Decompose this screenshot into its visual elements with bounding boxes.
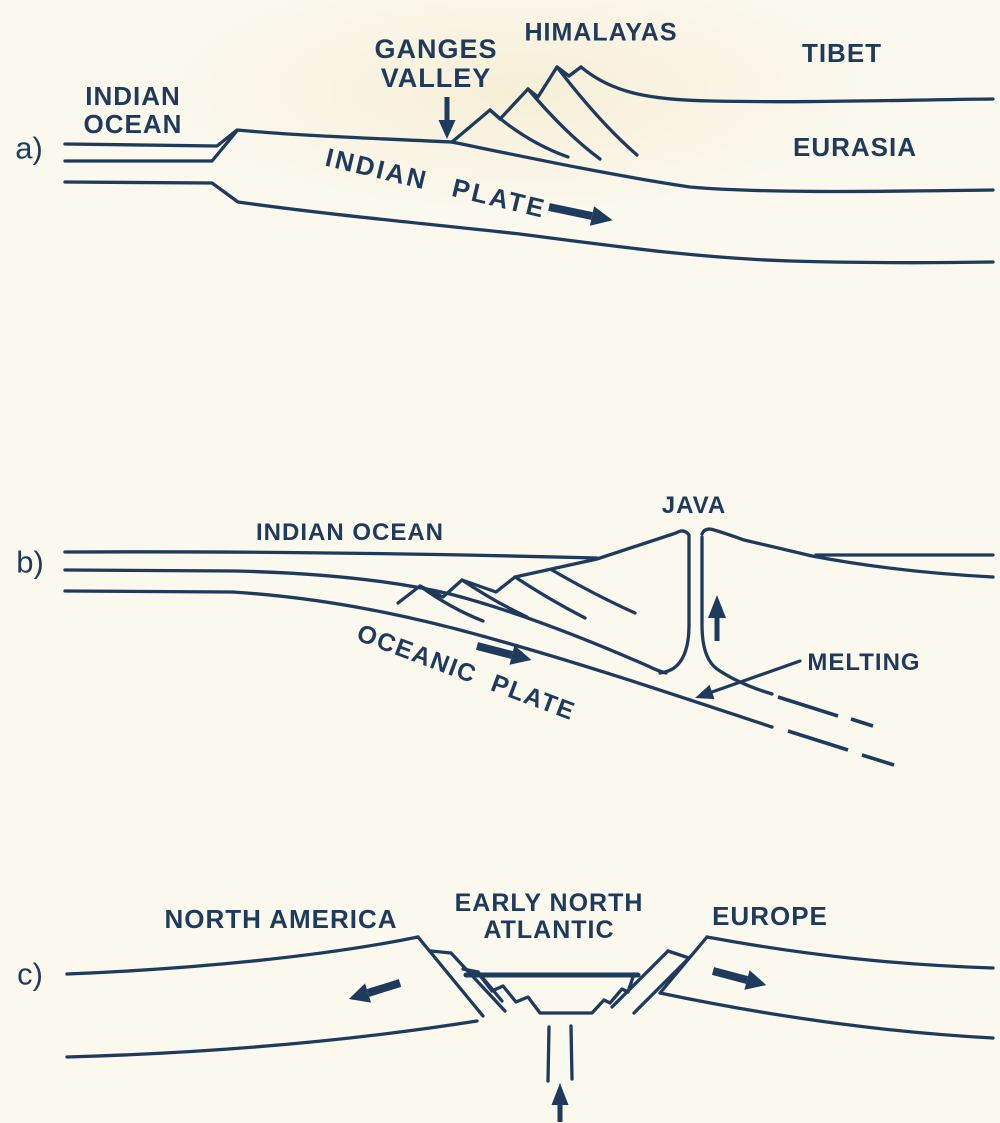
fault-block-cap-right-1 (666, 949, 691, 960)
java-right-flank-and-seafloor (700, 527, 995, 579)
ocean-floor-slab-top (63, 568, 668, 675)
panel-a-drawing (63, 65, 995, 265)
accretion-flank-1 (418, 584, 485, 623)
fault-block-cap-left-2 (461, 967, 480, 974)
label-ganges-valley: GANGES VALLEY (374, 33, 498, 93)
ocean-floor-a (63, 130, 238, 163)
sediment-fill-right (812, 555, 993, 577)
europe-motion-arrow-icon (711, 967, 767, 990)
oceanic-plate-motion-arrow-icon (476, 642, 532, 665)
thrust-flank-3 (555, 65, 639, 157)
accretionary-ridge-and-java-left-flank (396, 529, 691, 675)
europe-bottom (658, 991, 995, 1040)
panel-b-id-label: b) (16, 544, 44, 580)
north-america-rift-face (416, 935, 485, 1018)
europe-top (705, 935, 995, 970)
accretion-flank-2 (460, 578, 529, 619)
sea-surface-and-ganges-valley (63, 128, 454, 148)
fault-block-cap-left-1 (429, 949, 453, 955)
fault-block-right-1 (610, 949, 670, 1009)
panel-a-id-label: a) (15, 130, 43, 166)
melting-pointer-arrow-icon (695, 659, 802, 700)
panel-c-drawing (65, 935, 995, 1122)
indian-plate-top (450, 140, 995, 194)
slab-top-dashed (777, 695, 874, 728)
java-conduit-right-wall (700, 535, 774, 696)
europe-rift-face (658, 935, 709, 995)
label-tibet: TIBET (801, 37, 883, 68)
label-eurasia: EURASIA (792, 131, 918, 162)
label-indian-ocean-a: INDIAN OCEAN (83, 80, 183, 139)
indian-plate-motion-arrow-icon (548, 203, 613, 226)
mantle-upwelling-arrow-icon (551, 1083, 569, 1122)
accretion-flank-4 (550, 568, 637, 615)
slab-bottom-dashed (787, 729, 895, 767)
panel-b-drawing (63, 527, 995, 767)
thrust-flank-2 (526, 87, 602, 161)
magma-rise-arrow-icon (708, 595, 726, 641)
oceanic-plate-bottom (63, 589, 774, 729)
fault-block-left-1 (449, 951, 507, 1013)
label-north-america: NORTH AMERICA (164, 903, 398, 934)
panel-c-id-label: c) (17, 956, 43, 992)
label-indian-ocean-b: INDIAN OCEAN (255, 519, 445, 547)
label-early-north-atlantic: EARLY NORTH ATLANTIC (454, 889, 644, 944)
accretion-flank-3 (513, 575, 587, 620)
thrust-flank-1 (488, 108, 570, 159)
sea-surface-b (63, 550, 599, 560)
north-america-top (65, 935, 420, 976)
label-java: JAVA (661, 492, 727, 520)
rift-basin-floor (476, 971, 636, 1015)
label-melting: MELTING (807, 649, 921, 677)
label-himalayas: HIMALAYAS (524, 18, 678, 47)
tibet-surface (579, 65, 995, 104)
north-america-bottom (65, 1019, 479, 1059)
dike-wall-right (569, 1024, 574, 1081)
ganges-pointer-arrow-icon (438, 97, 456, 139)
dike-wall-left (546, 1025, 551, 1083)
label-europe: EUROPE (712, 900, 828, 931)
north-america-motion-arrow-icon (348, 979, 402, 1003)
indian-plate-bottom (63, 180, 995, 265)
